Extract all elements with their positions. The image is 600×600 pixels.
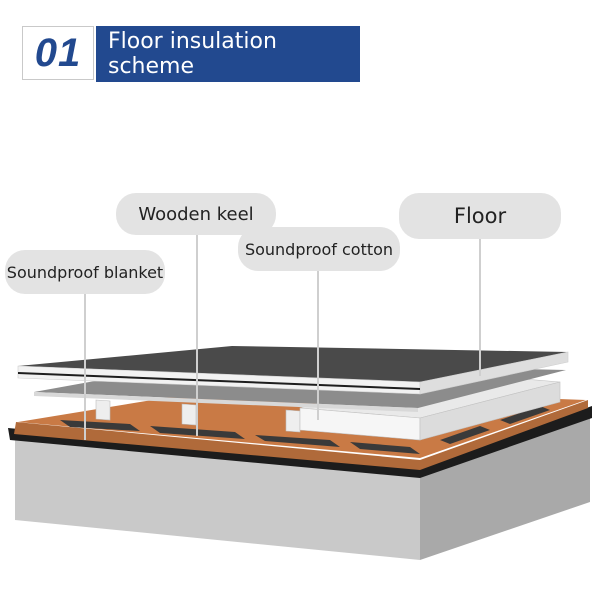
section-header: 01 Floor insulation scheme <box>22 26 360 82</box>
section-number-box: 01 <box>22 26 94 80</box>
wooden-keel <box>181 403 197 426</box>
section-number: 01 <box>34 30 82 75</box>
wooden-keel <box>285 409 301 433</box>
concrete-slab-front <box>15 440 420 560</box>
floor-board-top <box>18 346 568 382</box>
blanket-tile <box>60 420 140 431</box>
soundproof-blanket-layer <box>14 400 588 470</box>
callout-floor: Floor <box>399 193 561 239</box>
underlay-sheet-edge <box>34 392 418 412</box>
blanket-tile <box>255 435 340 447</box>
blanket-tile <box>440 426 490 444</box>
concrete-slab-side <box>420 418 590 560</box>
callout-soundproof-cotton: Soundproof cotton <box>238 227 400 271</box>
callout-soundproof-blanket: Soundproof blanket <box>5 250 165 294</box>
section-title-box: Floor insulation scheme <box>96 26 360 82</box>
soundproof-cotton-side <box>419 381 561 441</box>
floor-board-dark-line <box>18 372 420 390</box>
blanket-tile <box>350 442 420 454</box>
section-title: Floor insulation scheme <box>108 29 277 79</box>
wooden-keel <box>95 399 111 421</box>
blanket-tile <box>500 406 550 424</box>
